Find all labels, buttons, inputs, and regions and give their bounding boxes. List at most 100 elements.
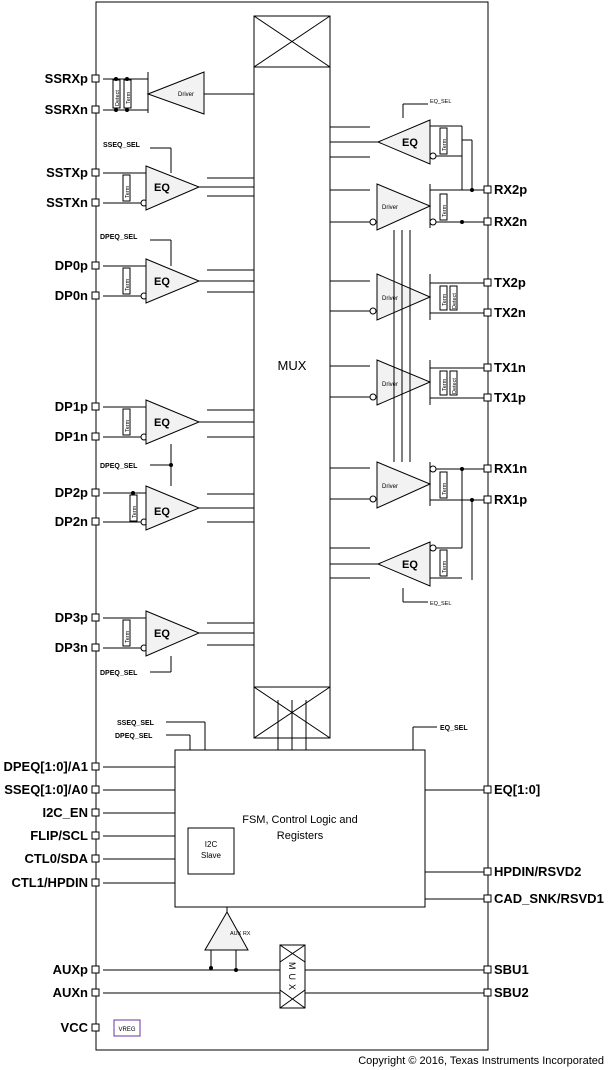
rx2-term-label: Term <box>442 204 448 217</box>
dp12-dpeq-sel-label: DPEQ_SEL <box>100 463 138 470</box>
dp3-eq-label: EQ <box>154 628 170 640</box>
sbu-mux-label: MUX <box>287 962 297 994</box>
tx2-driver-block: Driver Term Detect <box>330 273 484 321</box>
pin-auxn: AUXn <box>53 985 88 1000</box>
dp2-term-label: Term <box>132 505 138 518</box>
pin-rx1n: RX1n <box>494 461 527 476</box>
rx1-eq-sel-label: EQ_SEL <box>430 601 451 607</box>
ssrx-detect-label: Detect <box>115 90 121 106</box>
pin-auxp: AUXp <box>53 962 88 977</box>
dp2-eq-block: EQ Term <box>103 485 254 531</box>
pin-ssrxn: SSRXn <box>45 102 88 117</box>
tx1-driver-block: Driver Term Detect <box>330 359 484 406</box>
fsm-dpeq-sel-label: DPEQ_SEL <box>115 733 153 740</box>
pin-dp2p: DP2p <box>55 485 88 500</box>
mux-label: MUX <box>278 358 307 373</box>
pin-tx2n: TX2n <box>494 305 526 320</box>
sstx-eq-block: EQ Term SSEQ_SEL <box>103 142 254 211</box>
ssrx-driver-block: Driver Detect Term <box>103 71 254 115</box>
copyright-footer: Copyright © 2016, Texas Instruments Inco… <box>358 1055 604 1067</box>
tx2-driver-label: Driver <box>382 296 398 302</box>
aux-rx-label: AUX RX <box>230 931 251 937</box>
dp0-term-label: Term <box>125 278 131 291</box>
pin-tx2p: TX2p <box>494 275 526 290</box>
chip-outline <box>95 1 489 1051</box>
rx1-eq-label: EQ <box>402 559 418 571</box>
dp3-eq-block: EQ Term DPEQ_SEL <box>100 610 254 677</box>
dp3-dpeq-sel-label: DPEQ_SEL <box>100 670 138 677</box>
fsm-eq-sel-label: EQ_SEL <box>440 725 468 732</box>
pin-dp0n: DP0n <box>55 288 88 303</box>
pin-dp3p: DP3p <box>55 610 88 625</box>
dp1-term-label: Term <box>125 419 131 432</box>
pin-rx1p: RX1p <box>494 492 527 507</box>
left-pin-squares <box>91 74 100 1032</box>
pin-dp1p: DP1p <box>55 399 88 414</box>
pin-ctl1: CTL1/HPDIN <box>11 875 88 890</box>
rx2-eq-label: EQ <box>402 137 418 149</box>
dp1-eq-label: EQ <box>154 417 170 429</box>
sstx-sseq-sel-label: SSEQ_SEL <box>103 142 141 149</box>
i2c-label-line2: Slave <box>201 851 222 860</box>
pin-sbu1: SBU1 <box>494 962 529 977</box>
rx1-driver-block: Driver Term <box>330 461 484 580</box>
dp0-dpeq-sel-label: DPEQ_SEL <box>100 234 138 241</box>
pin-eq: EQ[1:0] <box>494 782 540 797</box>
fsm-title-line2: Registers <box>277 830 324 842</box>
rx1-driver-label: Driver <box>382 484 398 490</box>
pin-sstxp: SSTXp <box>46 165 88 180</box>
tx2-term-label: Term <box>442 293 448 306</box>
aux-rx-block: AUX RX <box>204 907 251 972</box>
pin-rx2p: RX2p <box>494 182 527 197</box>
pin-tx1n: TX1n <box>494 360 526 375</box>
tx2-detect-label: Detect <box>452 293 458 309</box>
tx1-detect-label: Detect <box>452 378 458 394</box>
pin-i2c-en: I2C_EN <box>42 805 88 820</box>
dp3-term-label: Term <box>125 630 131 643</box>
tx1-term-label: Term <box>442 378 448 391</box>
rx1-eq-block: EQ Term EQ_SEL <box>330 541 462 607</box>
right-pin-squares <box>483 185 492 997</box>
rx2-eq-sel-label: EQ_SEL <box>430 99 451 105</box>
vreg-block <box>113 1019 141 1037</box>
dp0-eq-block: EQ Term DPEQ_SEL <box>100 234 254 304</box>
i2c-slave-block <box>187 827 235 875</box>
fsm-sseq-sel-label: SSEQ_SEL <box>117 720 155 727</box>
pin-dp0p: DP0p <box>55 258 88 273</box>
pin-hpdin: HPDIN/RSVD2 <box>494 864 581 879</box>
pin-rx2n: RX2n <box>494 214 527 229</box>
rx2-eq-term-label: Term <box>442 138 448 151</box>
pin-tx1p: TX1p <box>494 390 526 405</box>
pin-sseq: SSEQ[1:0]/A0 <box>4 782 88 797</box>
pin-dp1n: DP1n <box>55 429 88 444</box>
fsm-block: FSM, Control Logic and Registers I2C Sla… <box>174 749 426 908</box>
pin-dp3n: DP3n <box>55 640 88 655</box>
fsm-title-line1: FSM, Control Logic and <box>242 814 358 826</box>
sstx-eq-label: EQ <box>154 182 170 194</box>
rx1-eq-term-label: Term <box>442 560 448 573</box>
pin-vcc: VCC <box>61 1020 89 1035</box>
tx1-driver-label: Driver <box>382 382 398 388</box>
pin-sbu2: SBU2 <box>494 985 529 1000</box>
dp2-eq-label: EQ <box>154 506 170 518</box>
ssrx-term-label: Term <box>126 91 132 104</box>
i2c-label-line1: I2C <box>205 840 218 849</box>
ssrx-driver-label: Driver <box>178 92 194 98</box>
rx2-driver-label: Driver <box>382 205 398 211</box>
main-mux: MUX <box>253 15 331 739</box>
dp0-eq-label: EQ <box>154 276 170 288</box>
sstx-term-label: Term <box>125 185 131 198</box>
pin-ssrxp: SSRXp <box>45 71 88 86</box>
pin-sstxn: SSTXn <box>46 195 88 210</box>
pin-cad-snk: CAD_SNK/RSVD1 <box>494 891 604 906</box>
rx1-term-label: Term <box>442 482 448 495</box>
sbu-mux-block: MUX <box>279 944 306 1009</box>
rx2-driver-block: Driver Term <box>330 139 484 231</box>
vreg-label: VREG <box>118 1027 135 1033</box>
pin-dp2n: DP2n <box>55 514 88 529</box>
pin-flip: FLIP/SCL <box>30 828 88 843</box>
pin-ctl0: CTL0/SDA <box>24 851 88 866</box>
pin-dpeq: DPEQ[1:0]/A1 <box>3 759 88 774</box>
rx2-eq-block: EQ Term EQ_SEL <box>330 99 463 190</box>
